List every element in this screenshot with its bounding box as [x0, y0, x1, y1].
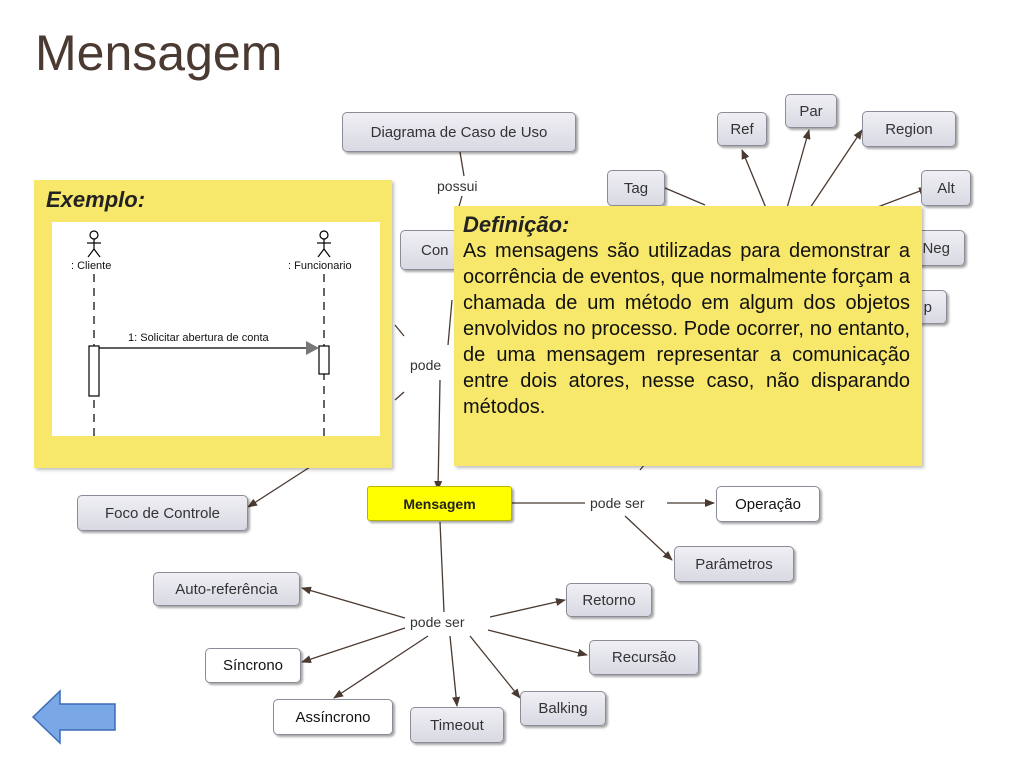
message-label: 1: Solicitar abertura de conta	[128, 332, 269, 344]
example-panel: Exemplo:	[34, 180, 392, 468]
definition-title: Definição:	[463, 212, 570, 237]
page-title: Mensagem	[35, 25, 283, 81]
node-sincrono[interactable]: Síncrono	[205, 648, 301, 683]
node-tag[interactable]: Tag	[607, 170, 665, 206]
node-diagrama-caso-de-uso[interactable]: Diagrama de Caso de Uso	[342, 112, 576, 152]
node-mensagem-center[interactable]: Mensagem	[367, 486, 512, 521]
link-label-pode: pode	[406, 356, 442, 374]
link-label-pode-ser-right: pode ser	[586, 494, 649, 512]
node-auto-referencia[interactable]: Auto-referência	[153, 572, 300, 606]
node-operacao[interactable]: Operação	[716, 486, 820, 522]
node-recursao[interactable]: Recursão	[589, 640, 699, 675]
node-con[interactable]: Con	[400, 230, 460, 270]
definition-panel: Definição: As mensagens são utilizadas p…	[454, 206, 922, 466]
node-balking[interactable]: Balking	[520, 691, 606, 726]
link-label-pode-ser-bottom: pode ser	[406, 613, 469, 631]
node-foco-de-controle[interactable]: Foco de Controle	[77, 495, 248, 531]
left-arrow-icon[interactable]	[30, 688, 120, 748]
sequence-diagram-drawing	[87, 230, 331, 436]
node-retorno[interactable]: Retorno	[566, 583, 652, 617]
node-timeout[interactable]: Timeout	[410, 707, 504, 743]
example-title: Exemplo:	[46, 187, 146, 212]
sequence-diagram-image: : Cliente : Funcionario 1: Solicitar abe…	[52, 222, 380, 436]
node-par[interactable]: Par	[785, 94, 837, 128]
link-label-possui: possui	[433, 177, 482, 195]
actor-funcionario-label: : Funcionario	[288, 260, 352, 272]
node-ref[interactable]: Ref	[717, 112, 767, 146]
node-parametros[interactable]: Parâmetros	[674, 546, 794, 582]
definition-text: As mensagens são utilizadas para demonst…	[463, 240, 910, 418]
actor-cliente-label: : Cliente	[71, 260, 112, 272]
node-region[interactable]: Region	[862, 111, 956, 147]
node-alt[interactable]: Alt	[921, 170, 971, 206]
node-assincrono[interactable]: Assíncrono	[273, 699, 393, 735]
